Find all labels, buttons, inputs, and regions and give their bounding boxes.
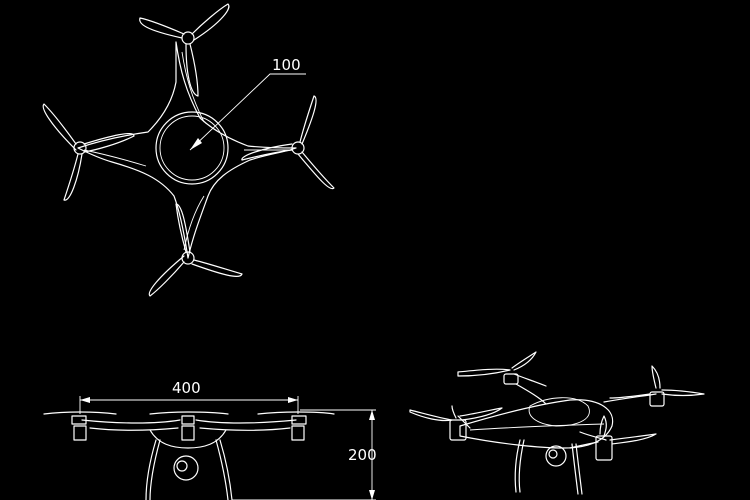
front-view-camera (173, 455, 199, 481)
perspective-view (409, 351, 705, 495)
height-dimension-label: 200 (348, 446, 377, 464)
front-view-arms (81, 419, 297, 431)
front-view-motor-center (181, 415, 195, 425)
perspective-propeller-rear-left (457, 351, 547, 387)
perspective-view-camera (545, 445, 567, 467)
perspective-view-dome (528, 397, 590, 427)
top-view-propeller-left (42, 103, 135, 201)
top-view-propeller-top (139, 3, 230, 97)
top-view-propeller-bottom (148, 203, 243, 297)
front-view: 400 200 (43, 379, 377, 500)
part-number-leader-arrow (190, 138, 202, 150)
top-view-body-inner (83, 51, 290, 251)
width-dimension-line (79, 396, 299, 414)
perspective-view-arms (457, 383, 657, 441)
front-view-body (149, 429, 227, 449)
perspective-propeller-front-left (409, 405, 503, 441)
height-dimension-line (232, 409, 376, 500)
perspective-propeller-right (609, 365, 705, 407)
width-dimension-label: 400 (172, 379, 201, 397)
perspective-view-body (459, 399, 614, 449)
front-view-propellers (43, 411, 335, 415)
top-view-center-dome-inner (159, 115, 225, 181)
part-number-label: 100 (272, 56, 301, 74)
top-view: 100 (42, 3, 335, 297)
perspective-view-landing-gear (514, 439, 583, 495)
top-view-body-outline (77, 41, 297, 259)
front-view-motor-left (71, 415, 87, 425)
part-number-leader (189, 73, 306, 151)
front-view-landing-gear (145, 439, 233, 500)
top-view-center-dome (155, 111, 229, 185)
top-view-propeller-right (241, 95, 335, 190)
front-view-motor-right (291, 415, 307, 425)
perspective-propeller-front-right (569, 415, 657, 461)
